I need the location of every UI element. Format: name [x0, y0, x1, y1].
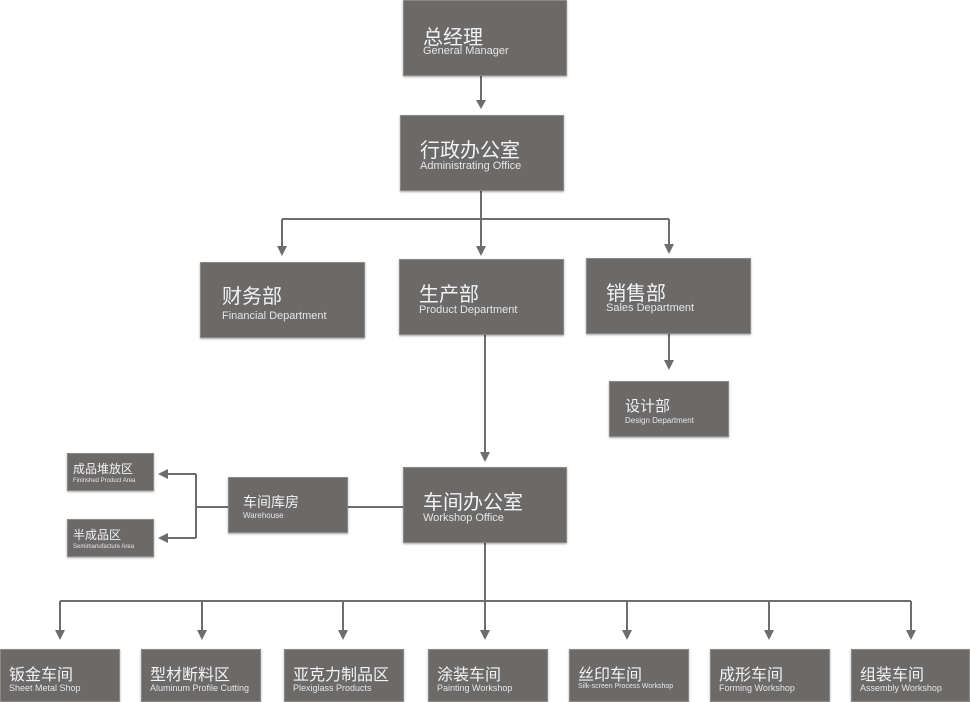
node-title-en: Silk-screen Process Workshop [578, 683, 674, 690]
node-title-zh: 车间办公室 [423, 490, 523, 514]
node-shop-painting: 涂装车间 Painting Workshop [428, 649, 548, 702]
node-design: 设计部 Design Department [609, 381, 729, 437]
node-title-en: Aluminum Profile Cutting [150, 683, 250, 693]
node-title-en: Sales Department [606, 302, 695, 314]
node-title-zh: 车间库房 [243, 495, 299, 511]
node-finished-area: 成品堆放区 Fininshed Product Area [67, 453, 154, 491]
node-title-en: General Manager [423, 45, 509, 57]
node-title-en: Forming Workshop [719, 683, 795, 693]
node-title-en: Administrating Office [420, 160, 522, 172]
node-title-en: Plexiglass Products [293, 683, 372, 693]
node-title-zh: 行政办公室 [420, 138, 520, 162]
node-shop-sheet-metal: 钣金车间 Sheet Metal Shop [0, 649, 120, 702]
node-title-en: Painting Workshop [437, 683, 513, 693]
node-title-zh: 设计部 [625, 397, 671, 415]
node-finance: 财务部 Financial Department [200, 262, 365, 338]
node-semi-area: 半成品区 Semimanufacture Area [67, 519, 154, 557]
node-title-zh: 组装车间 [860, 665, 925, 684]
node-title-en: Sheet Metal Shop [9, 683, 81, 693]
node-general-manager: 总经理 General Manager [403, 0, 567, 76]
node-shop-profile-cutting: 型材断料区 Aluminum Profile Cutting [141, 649, 261, 702]
node-title-zh: 销售部 [606, 281, 666, 305]
node-title-en: Design Department [625, 416, 694, 425]
node-title-en: Workshop Office [423, 512, 504, 524]
node-title-zh: 涂装车间 [437, 665, 502, 684]
node-title-zh: 成形车间 [719, 665, 784, 684]
node-title-en: Financial Department [222, 310, 327, 322]
node-shop-assembly: 组装车间 Assembly Workshop [851, 649, 970, 702]
node-title-zh: 成品堆放区 [73, 462, 134, 476]
node-shop-forming: 成形车间 Forming Workshop [710, 649, 830, 702]
node-title-en: Assembly Workshop [860, 683, 942, 693]
node-title-zh: 半成品区 [73, 528, 122, 542]
node-title-en: Semimanufacture Area [73, 544, 135, 550]
node-title-en: Product Department [419, 304, 518, 316]
node-sales: 销售部 Sales Department [586, 258, 751, 334]
node-title-zh: 总经理 [423, 25, 483, 49]
node-title-en: Warehouse [243, 511, 284, 520]
node-title-zh: 丝印车间 [578, 665, 643, 684]
node-title-zh: 型材断料区 [150, 665, 231, 684]
node-admin-office: 行政办公室 Administrating Office [400, 115, 564, 191]
node-shop-plexiglass: 亚克力制品区 Plexiglass Products [284, 649, 404, 702]
node-shop-silk-screen: 丝印车间 Silk-screen Process Workshop [569, 649, 689, 702]
node-title-zh: 财务部 [222, 284, 282, 308]
node-title-en: Fininshed Product Area [73, 478, 136, 484]
node-warehouse: 车间库房 Warehouse [228, 477, 348, 533]
node-title-zh: 亚克力制品区 [293, 665, 390, 684]
node-title-zh: 钣金车间 [9, 665, 74, 684]
node-product: 生产部 Product Department [399, 259, 564, 335]
node-title-zh: 生产部 [419, 282, 479, 306]
node-workshop-office: 车间办公室 Workshop Office [403, 467, 567, 543]
